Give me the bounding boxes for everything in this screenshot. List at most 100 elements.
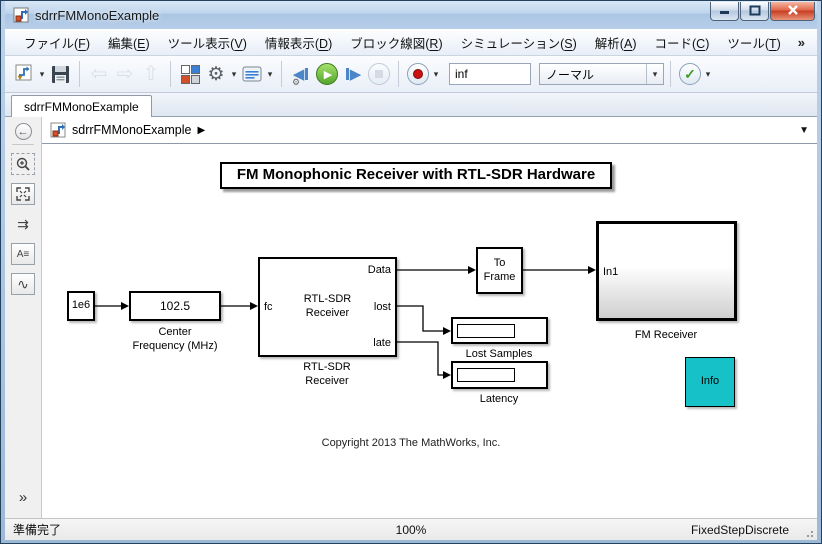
menu-simulation[interactable]: シミュレーション(S) (460, 36, 577, 51)
mini-gear-icon: ⚙ (292, 77, 301, 87)
wire-arrowhead (443, 327, 451, 335)
block-label-fm-receiver: FM Receiver (634, 329, 698, 341)
zoom-select-tool[interactable] (11, 153, 35, 175)
signal-curve-icon: ∿ (17, 275, 29, 292)
new-model-caret[interactable]: ▾ (39, 68, 45, 79)
step-back-icon: ◀ (292, 65, 305, 83)
title-bar[interactable]: sdrrFMMonoExample (5, 1, 817, 29)
breadcrumb-dropdown[interactable]: ▼ (799, 124, 809, 136)
menu-diagram[interactable]: ブロック線図(R) (350, 36, 443, 51)
record-button[interactable] (405, 61, 431, 87)
step-back-button[interactable]: ◀ ⚙ (288, 61, 314, 87)
tab-sdrrfmmonoexample[interactable]: sdrrFMMonoExample (11, 95, 152, 117)
pane-back-button[interactable]: ← (14, 123, 32, 140)
signal-wire[interactable] (397, 341, 444, 376)
block-info[interactable]: Info (685, 357, 735, 407)
model-config-icon (242, 66, 262, 82)
tab-label: sdrrFMMonoExample (24, 99, 139, 114)
expand-chevron-icon: » (18, 489, 28, 506)
sim-mode-select[interactable]: ノーマル ▾ (539, 63, 664, 85)
wire-arrowhead (468, 266, 476, 274)
step-forward-button[interactable]: ▶ (340, 61, 366, 87)
record-caret[interactable]: ▾ (433, 68, 439, 79)
run-icon: ▶ (316, 63, 338, 85)
model-config-caret[interactable]: ▾ (267, 68, 273, 79)
model-advisor-caret[interactable]: ▾ (705, 68, 711, 79)
maximize-button[interactable] (740, 1, 769, 21)
menu-view[interactable]: ツール表示(V) (167, 36, 247, 51)
palette-expand-button[interactable]: » (19, 489, 27, 506)
minimize-button[interactable] (710, 1, 739, 21)
forward-button[interactable]: ⇨ (112, 61, 138, 87)
menu-file[interactable]: ファイル(F) (24, 36, 90, 51)
fit-view-tool[interactable] (11, 183, 35, 205)
signal-wires (95, 266, 596, 379)
sim-stop-time-input[interactable] (449, 63, 531, 85)
library-browser-button[interactable] (177, 61, 203, 87)
stop-button[interactable] (366, 61, 392, 87)
model-editor: sdrrFMMonoExample ▶ ▼ (42, 117, 817, 518)
menu-analysis[interactable]: 解析(A) (594, 36, 637, 51)
block-label-center-frequency: Center Frequency (MHz) (132, 326, 218, 353)
solver-name: FixedStepDiscrete (690, 522, 789, 537)
diagram-title[interactable]: FM Monophonic Receiver with RTL-SDR Hard… (220, 162, 612, 189)
save-button[interactable] (47, 61, 73, 87)
model-config-button[interactable] (239, 61, 265, 87)
block-center-frequency[interactable]: 102.5 (129, 291, 221, 321)
new-model-button[interactable] (11, 61, 37, 87)
port-fc: fc (264, 301, 273, 313)
block-label-latency: Latency (479, 393, 519, 405)
viewer-tool[interactable]: ∿ (11, 273, 35, 295)
settings-caret[interactable]: ▾ (231, 68, 237, 79)
back-button[interactable]: ⇦ (86, 61, 112, 87)
up-button[interactable]: ⇧ (138, 61, 164, 87)
pane-back-icon: ← (17, 125, 29, 138)
block-constant-1e6[interactable]: 1e6 (67, 291, 95, 321)
wire-arrowhead (250, 302, 258, 310)
forward-icon: ⇨ (116, 63, 134, 85)
model-advisor-button[interactable]: ✓ (677, 61, 703, 87)
maximize-icon (749, 5, 760, 16)
toolbar-separator (79, 61, 80, 87)
menu-bar: ファイル(F) 編集(E) ツール表示(V) 情報表示(D) ブロック線図(R)… (5, 29, 817, 56)
run-button[interactable]: ▶ (314, 61, 340, 87)
wire-arrowhead (588, 266, 596, 274)
close-icon (787, 5, 798, 15)
breadcrumb-model-icon (50, 122, 66, 138)
diagram-canvas[interactable]: FM Monophonic Receiver with RTL-SDR Hard… (42, 144, 817, 518)
block-latency-display[interactable] (451, 361, 548, 389)
resize-grip[interactable] (803, 527, 813, 537)
toolbar: ▾ ⇦ ⇨ ⇧ ⚙ ▾ ▾ (5, 56, 817, 93)
save-icon (51, 65, 69, 83)
library-browser-icon (180, 64, 200, 84)
copyright-annotation[interactable]: Copyright 2013 The MathWorks, Inc. (321, 437, 501, 449)
settings-button[interactable]: ⚙ (203, 61, 229, 87)
annotation-icon: A≡ (16, 248, 30, 260)
breadcrumb-path[interactable]: sdrrFMMonoExample (72, 123, 192, 137)
info-text: Info (700, 375, 720, 388)
close-button[interactable] (770, 1, 815, 21)
block-rtlsdr-receiver[interactable]: RTL-SDR Receiver fc Data lost late (258, 257, 397, 357)
signal-wire[interactable] (397, 305, 444, 332)
menu-overflow-chevron[interactable]: » (797, 34, 805, 50)
port-data: Data (367, 264, 391, 276)
breadcrumb[interactable]: sdrrFMMonoExample ▶ ▼ (42, 117, 817, 144)
menu-edit[interactable]: 編集(E) (107, 36, 150, 51)
tab-bar: sdrrFMMonoExample (5, 93, 817, 117)
breadcrumb-arrow-icon[interactable]: ▶ (197, 124, 206, 136)
step-forward-icon: ▶ (349, 65, 362, 83)
annotation-tool[interactable]: A≡ (11, 243, 35, 265)
menu-code[interactable]: コード(C) (654, 36, 710, 51)
menu-tools[interactable]: ツール(T) (727, 36, 781, 51)
display-field (457, 368, 515, 382)
block-fm-receiver[interactable]: In1 (596, 221, 737, 321)
minimize-icon (720, 11, 729, 14)
block-to-frame[interactable]: To Frame (476, 247, 523, 294)
simulink-model-icon (13, 7, 29, 23)
menu-display[interactable]: 情報表示(D) (264, 36, 333, 51)
back-icon: ⇦ (90, 63, 108, 85)
menu-file-label: ファイル( (24, 36, 79, 51)
rtlsdr-block-text: RTL-SDR Receiver (303, 293, 352, 319)
block-lost-samples-display[interactable] (451, 317, 548, 344)
signal-routing-tool[interactable]: ⇉ (11, 213, 35, 235)
